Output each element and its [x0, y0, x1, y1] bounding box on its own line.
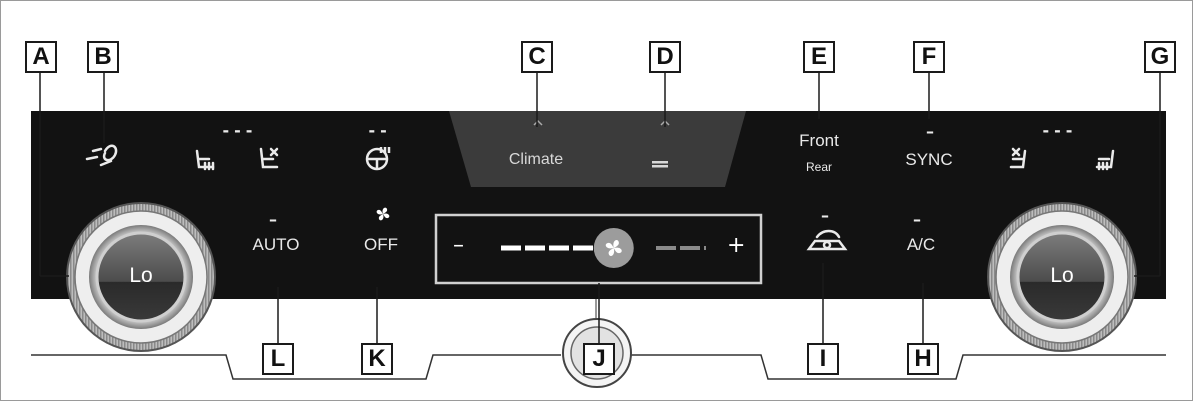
seat-heater-right-icon	[1095, 149, 1115, 171]
leader-lines	[39, 73, 1161, 343]
rear-label[interactable]: Rear	[805, 160, 832, 174]
steering-heater-indicator: --	[367, 121, 391, 140]
callout-c: C	[521, 41, 553, 73]
callout-f: F	[913, 41, 945, 73]
menu-icon	[652, 161, 668, 168]
lower-trim	[31, 354, 561, 380]
sync-button[interactable]: SYNC	[905, 150, 953, 169]
ac-button[interactable]: A/C	[906, 235, 936, 254]
steering-heater-icon	[365, 147, 391, 171]
climate-label[interactable]: Climate	[508, 151, 564, 168]
fan-speed-increase[interactable]: +	[727, 233, 746, 258]
auto-button[interactable]: AUTO	[252, 235, 300, 254]
front-label[interactable]: Front	[799, 131, 839, 150]
lower-trim-right	[631, 354, 1166, 380]
fan-icon	[376, 207, 390, 221]
seat-ventilation-icon	[259, 147, 279, 169]
callout-j: J	[583, 343, 615, 375]
callout-a: A	[25, 41, 57, 73]
recirculation-indicator: –	[821, 206, 829, 225]
airflow-mode-icon	[85, 144, 118, 167]
callout-l: L	[262, 343, 294, 375]
callout-h: H	[907, 343, 939, 375]
callout-g: G	[1144, 41, 1176, 73]
center-display	[449, 111, 746, 187]
ac-indicator: –	[913, 210, 921, 229]
callout-i: I	[807, 343, 839, 375]
callout-e: E	[803, 41, 835, 73]
seat-heater-icon	[195, 149, 215, 171]
auto-indicator: –	[269, 210, 277, 229]
fan-speed-decrease[interactable]: –	[453, 233, 464, 258]
left-temp-knob-value[interactable]: Lo	[129, 264, 153, 287]
sync-indicator: –	[926, 122, 934, 141]
seat-heater-right-indicator: ---	[1041, 121, 1076, 140]
off-button[interactable]: OFF	[364, 235, 398, 254]
fan-thumb-icon	[605, 240, 622, 256]
seat-heater-left-indicator: ---	[221, 121, 256, 140]
callout-d: D	[649, 41, 681, 73]
display-chevron-c	[533, 119, 543, 126]
callout-b: B	[87, 41, 119, 73]
seat-ventilation-right-icon	[1009, 147, 1027, 169]
recirculation-icon	[806, 229, 848, 251]
left-temp-knob-face	[95, 231, 187, 323]
callout-k: K	[361, 343, 393, 375]
right-temp-knob-value[interactable]: Lo	[1050, 264, 1074, 287]
right-temp-knob-face	[1016, 231, 1108, 323]
